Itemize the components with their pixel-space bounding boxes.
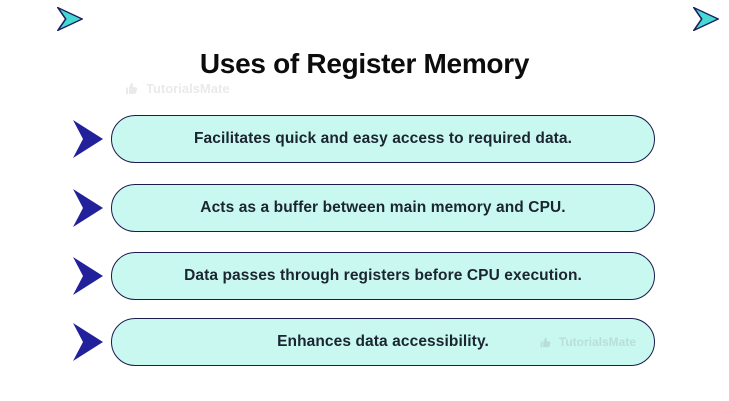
page-title: Uses of Register Memory <box>199 48 530 79</box>
brand-watermark-text: TutorialsMate <box>558 335 636 349</box>
thumbs-up-icon <box>538 335 553 350</box>
corner-accent-arrow-icon <box>691 5 720 33</box>
use-pill: Enhances data accessibility. TutorialsMa… <box>111 318 655 366</box>
list-item: Facilitates quick and easy access to req… <box>0 115 729 163</box>
use-pill-label: Facilitates quick and easy access to req… <box>193 130 573 147</box>
thumbs-up-icon <box>123 80 140 97</box>
use-pill: Facilitates quick and easy access to req… <box>111 115 655 163</box>
list-item: Acts as a buffer between main memory and… <box>0 184 729 232</box>
use-pill: Data passes through registers before CPU… <box>111 252 655 300</box>
list-item: Data passes through registers before CPU… <box>0 252 729 300</box>
use-pill-label: Acts as a buffer between main memory and… <box>200 199 566 216</box>
arrowhead-bullet-icon <box>73 323 103 361</box>
brand-watermark-text: TutorialsMate <box>146 81 230 96</box>
arrowhead-bullet-icon <box>73 120 103 158</box>
arrowhead-bullet-icon <box>73 189 103 227</box>
list-item: Enhances data accessibility. TutorialsMa… <box>0 318 729 366</box>
brand-watermark: TutorialsMate <box>538 319 636 365</box>
corner-accent-arrow-icon <box>55 5 84 33</box>
brand-watermark: TutorialsMate <box>123 80 230 97</box>
use-pill-label: Data passes through registers before CPU… <box>184 267 582 284</box>
use-pill-label: Enhances data accessibility. <box>277 333 489 350</box>
use-pill: Acts as a buffer between main memory and… <box>111 184 655 232</box>
arrowhead-bullet-icon <box>73 257 103 295</box>
